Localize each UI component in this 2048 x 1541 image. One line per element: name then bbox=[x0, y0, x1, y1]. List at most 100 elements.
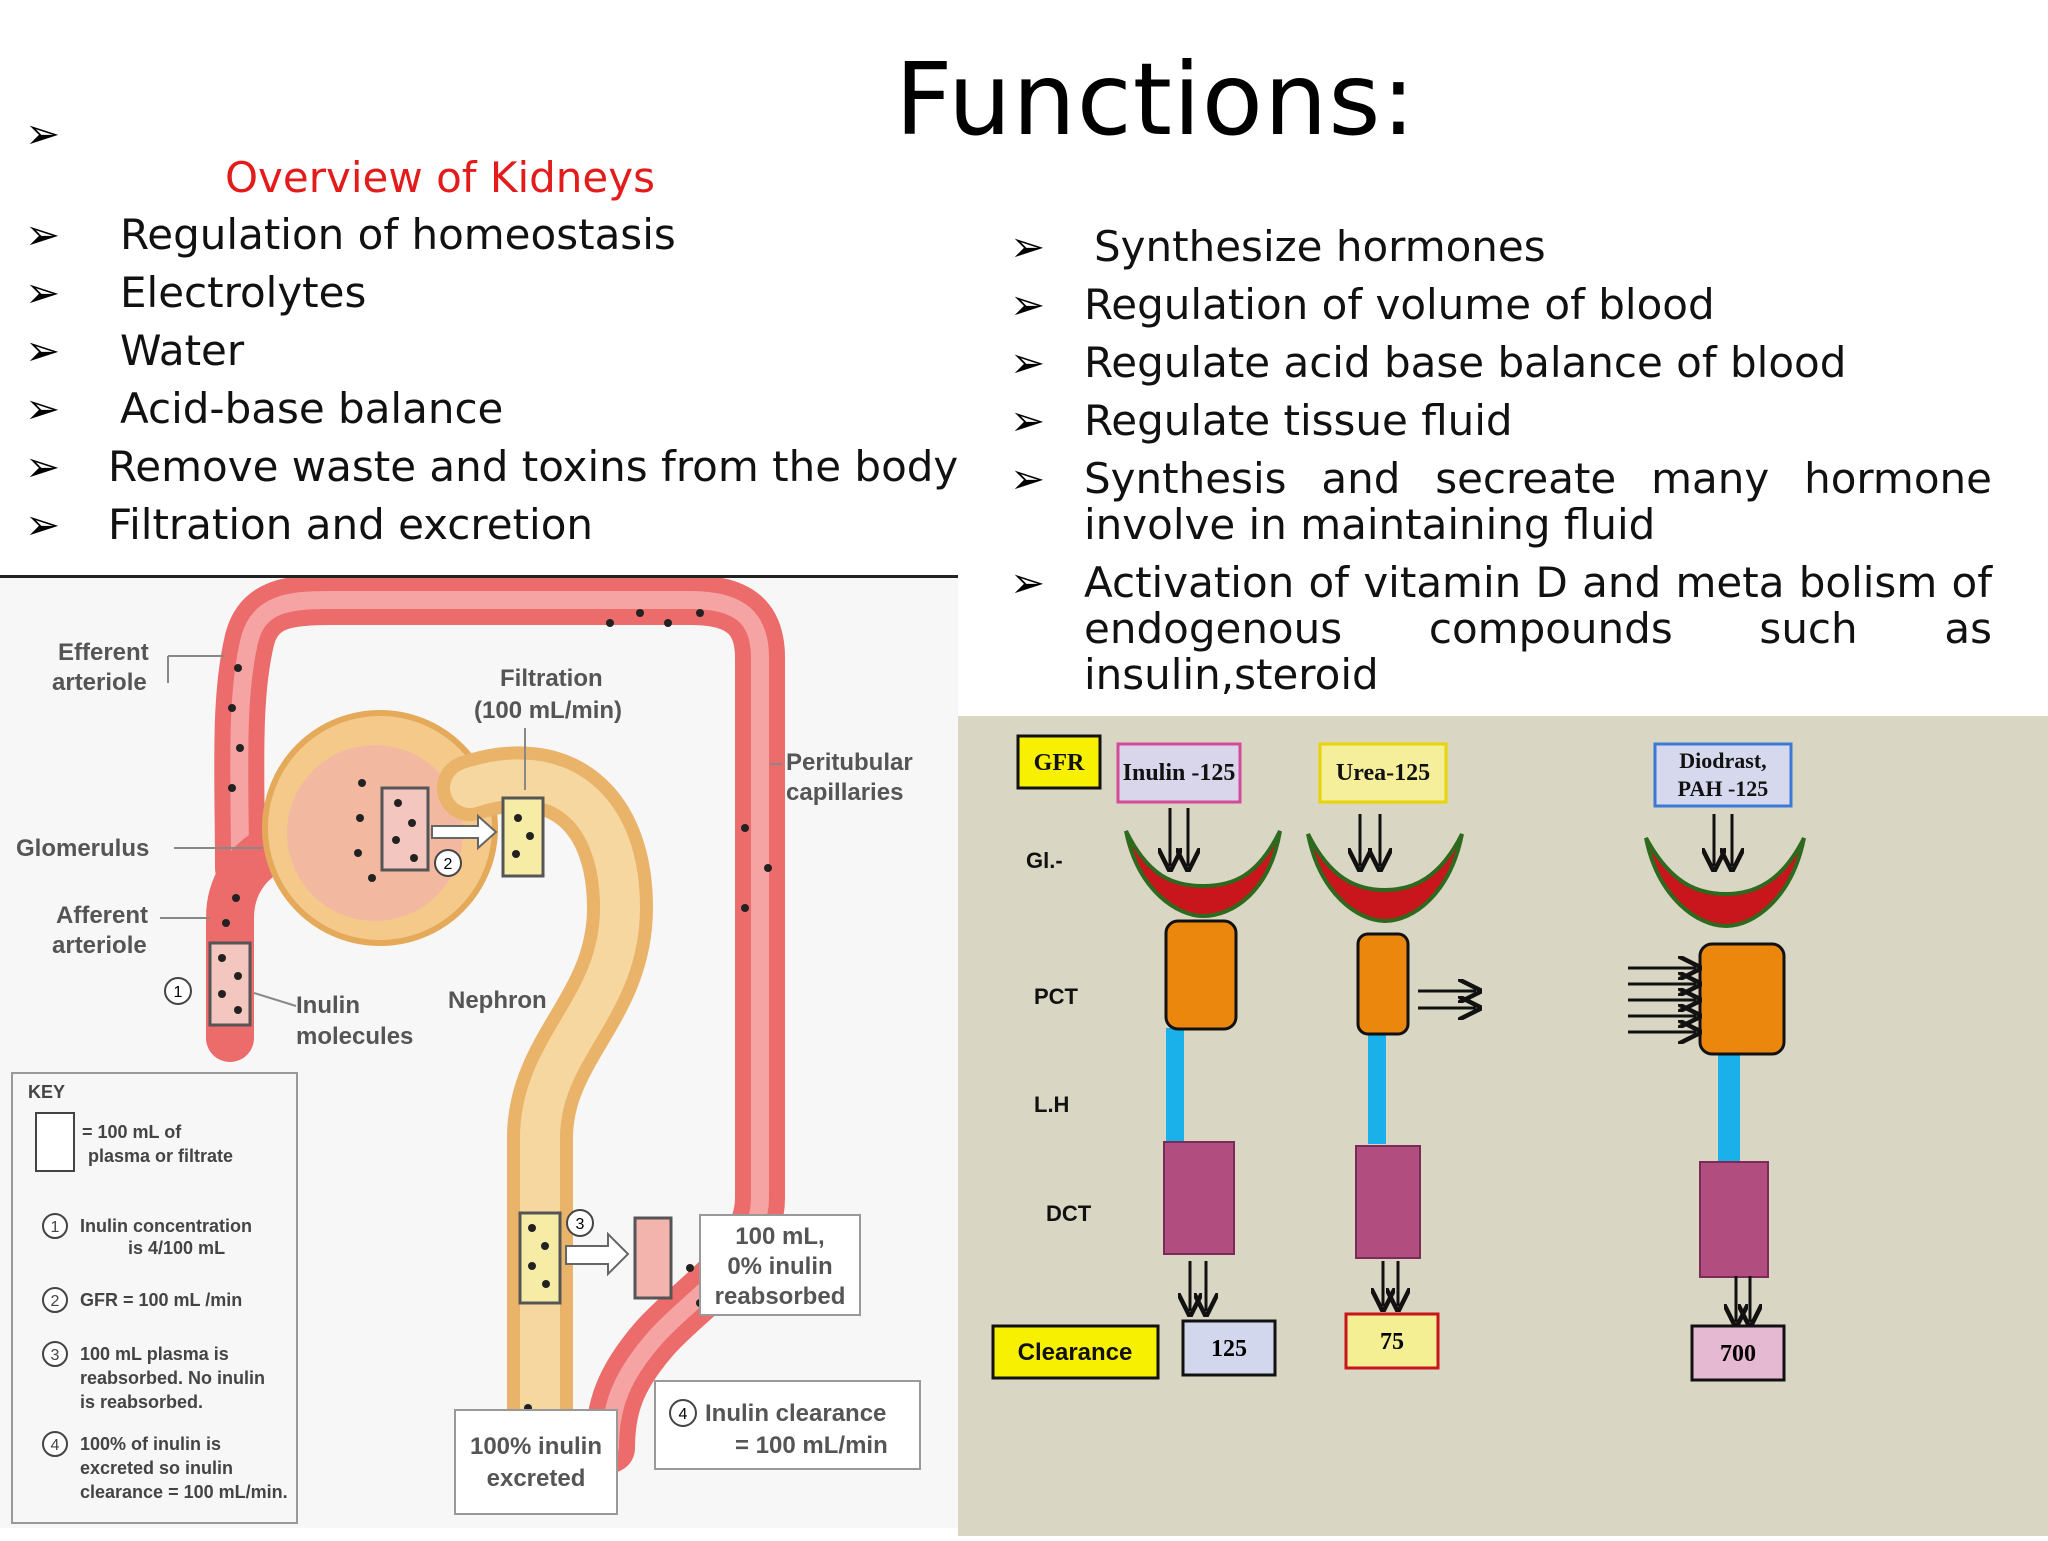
slide-title: Functions: bbox=[895, 41, 1417, 158]
urea-box bbox=[1318, 742, 1448, 804]
reabsorbed-note bbox=[699, 1214, 861, 1316]
pah-label: PAH -125 bbox=[1678, 776, 1769, 801]
label-afferent: Afferent bbox=[56, 902, 148, 929]
clearance-value: 125 bbox=[1211, 1336, 1247, 1362]
glomerulus-cup bbox=[1306, 833, 1464, 924]
divider bbox=[0, 575, 958, 578]
pct-segment bbox=[1698, 942, 1786, 1056]
bullet-arrow-icon: ➢ bbox=[1010, 396, 1046, 445]
key-number: 2 bbox=[51, 1293, 60, 1310]
secretion-arrows bbox=[1628, 968, 1696, 1032]
label-nephron: Nephron bbox=[448, 987, 547, 1014]
value-box bbox=[1181, 1319, 1277, 1377]
excreted-text: excreted bbox=[487, 1465, 586, 1492]
reabsorbed-text: 100 mL, bbox=[735, 1223, 824, 1250]
right-item: Regulation of volume of blood bbox=[1084, 280, 1715, 329]
bullet-arrow-icon: ➢ bbox=[25, 326, 61, 375]
key-text: GFR = 100 mL /min bbox=[80, 1290, 242, 1310]
left-item: Remove waste and toxins from the body bbox=[108, 442, 959, 491]
bullet-arrow-icon: ➢ bbox=[25, 500, 61, 549]
filtrate-box bbox=[501, 796, 545, 878]
inulin-box bbox=[1116, 742, 1242, 804]
gfr-box bbox=[1016, 734, 1102, 790]
key-marker bbox=[42, 1213, 68, 1239]
overview-heading: Overview of Kidneys bbox=[225, 153, 655, 202]
step-number: 3 bbox=[576, 1216, 585, 1233]
step-number: 1 bbox=[174, 984, 183, 1001]
label-afferent: arteriole bbox=[52, 932, 147, 959]
label-inulin-molecules: molecules bbox=[296, 1023, 413, 1050]
inulin-dots bbox=[218, 609, 772, 1452]
clearance-value: 75 bbox=[1380, 1329, 1404, 1355]
key-text: excreted so inulin bbox=[80, 1458, 233, 1478]
nephron-diagram: 1 2 3 Efferent arteriole Filtration (100… bbox=[0, 575, 958, 1528]
key-marker bbox=[42, 1341, 68, 1367]
key-title: KEY bbox=[28, 1082, 65, 1102]
label-peritubular: capillaries bbox=[786, 779, 903, 806]
inulin-label: Inulin -125 bbox=[1123, 760, 1236, 786]
key-text: Inulin concentration bbox=[80, 1216, 252, 1236]
nephron-tubule-inner bbox=[450, 759, 641, 1498]
column-pah: 700 bbox=[1628, 814, 1806, 1382]
right-item-line: insulin,steroid bbox=[1084, 650, 1379, 699]
key-text: 100% of inulin is bbox=[80, 1434, 221, 1454]
label-filtration: Filtration bbox=[500, 665, 603, 692]
bullet-arrow-icon: ➢ bbox=[25, 268, 61, 317]
bullet-arrow-icon: ➢ bbox=[25, 109, 61, 158]
excreted-note bbox=[454, 1409, 618, 1515]
bullet-arrow-icon: ➢ bbox=[1010, 280, 1046, 329]
pct-segment bbox=[1164, 919, 1238, 1031]
label-efferent: Efferent bbox=[58, 639, 149, 666]
leader-lines bbox=[160, 655, 782, 1007]
left-item: Filtration and excretion bbox=[108, 500, 594, 549]
step-marker bbox=[434, 849, 462, 877]
right-item: Synthesize hormones bbox=[1094, 222, 1546, 271]
step-number: 2 bbox=[444, 856, 453, 873]
pct-segment bbox=[1356, 932, 1410, 1036]
left-item: Regulation of homeostasis bbox=[120, 210, 676, 259]
key-text: clearance = 100 mL/min. bbox=[80, 1482, 288, 1502]
step-marker bbox=[164, 977, 192, 1005]
step-marker bbox=[566, 1209, 594, 1237]
efferent-vessel-highlight bbox=[230, 591, 769, 1457]
key-text: = 100 mL of bbox=[82, 1122, 182, 1142]
column-urea: 75 bbox=[1306, 814, 1476, 1370]
key-text: reabsorbed. No inulin bbox=[80, 1368, 265, 1388]
row-label-gl: Gl.- bbox=[1026, 848, 1063, 873]
bullet-arrow-icon: ➢ bbox=[1010, 558, 1046, 607]
plasma-box bbox=[380, 786, 430, 872]
reabsorption-arrow-icon bbox=[565, 1231, 630, 1277]
nephron-diagram-svg: 1 2 3 Efferent arteriole Filtration (100… bbox=[11, 575, 921, 1524]
step-number: 4 bbox=[679, 1406, 688, 1423]
filtration-arrow-icon bbox=[431, 813, 498, 851]
loop-of-henle bbox=[1718, 1051, 1740, 1161]
key-marker bbox=[42, 1287, 68, 1313]
key-symbol bbox=[35, 1112, 75, 1172]
diodrast-box bbox=[1653, 742, 1793, 808]
clearance-note bbox=[654, 1380, 921, 1470]
clearance-box bbox=[991, 1324, 1160, 1380]
right-item-line: Activation of vitamin D and meta bolism … bbox=[1084, 558, 1992, 607]
key-box bbox=[11, 1072, 298, 1524]
key-text: plasma or filtrate bbox=[88, 1146, 233, 1166]
key-text: is 4/100 mL bbox=[128, 1238, 225, 1258]
bullet-arrow-icon: ➢ bbox=[1010, 222, 1046, 271]
step-marker bbox=[669, 1399, 697, 1427]
right-item-line: endogenous compounds such as bbox=[1084, 604, 1992, 653]
clearance-value: 700 bbox=[1720, 1341, 1756, 1367]
reabsorbed-box bbox=[633, 1216, 673, 1300]
clearance-diagram-svg: GFR Inulin -125 Urea-125 Diodrast, PAH -… bbox=[991, 734, 1806, 1382]
dct-segment bbox=[1355, 1145, 1421, 1259]
key-number: 1 bbox=[51, 1219, 60, 1236]
excreted-text: 100% inulin bbox=[470, 1433, 602, 1460]
inulin-box bbox=[208, 941, 252, 1027]
key-text: 100 mL plasma is bbox=[80, 1344, 229, 1364]
clearance-text: Inulin clearance bbox=[705, 1400, 886, 1427]
row-label-lh: L.H bbox=[1034, 1092, 1069, 1117]
dct-segment bbox=[1163, 1141, 1235, 1255]
dct-segment bbox=[1699, 1161, 1769, 1278]
row-label-dct: DCT bbox=[1046, 1201, 1092, 1226]
reabsorbed-text: reabsorbed bbox=[715, 1283, 846, 1310]
label-peritubular: Peritubular bbox=[786, 749, 913, 776]
value-box bbox=[1344, 1312, 1440, 1370]
